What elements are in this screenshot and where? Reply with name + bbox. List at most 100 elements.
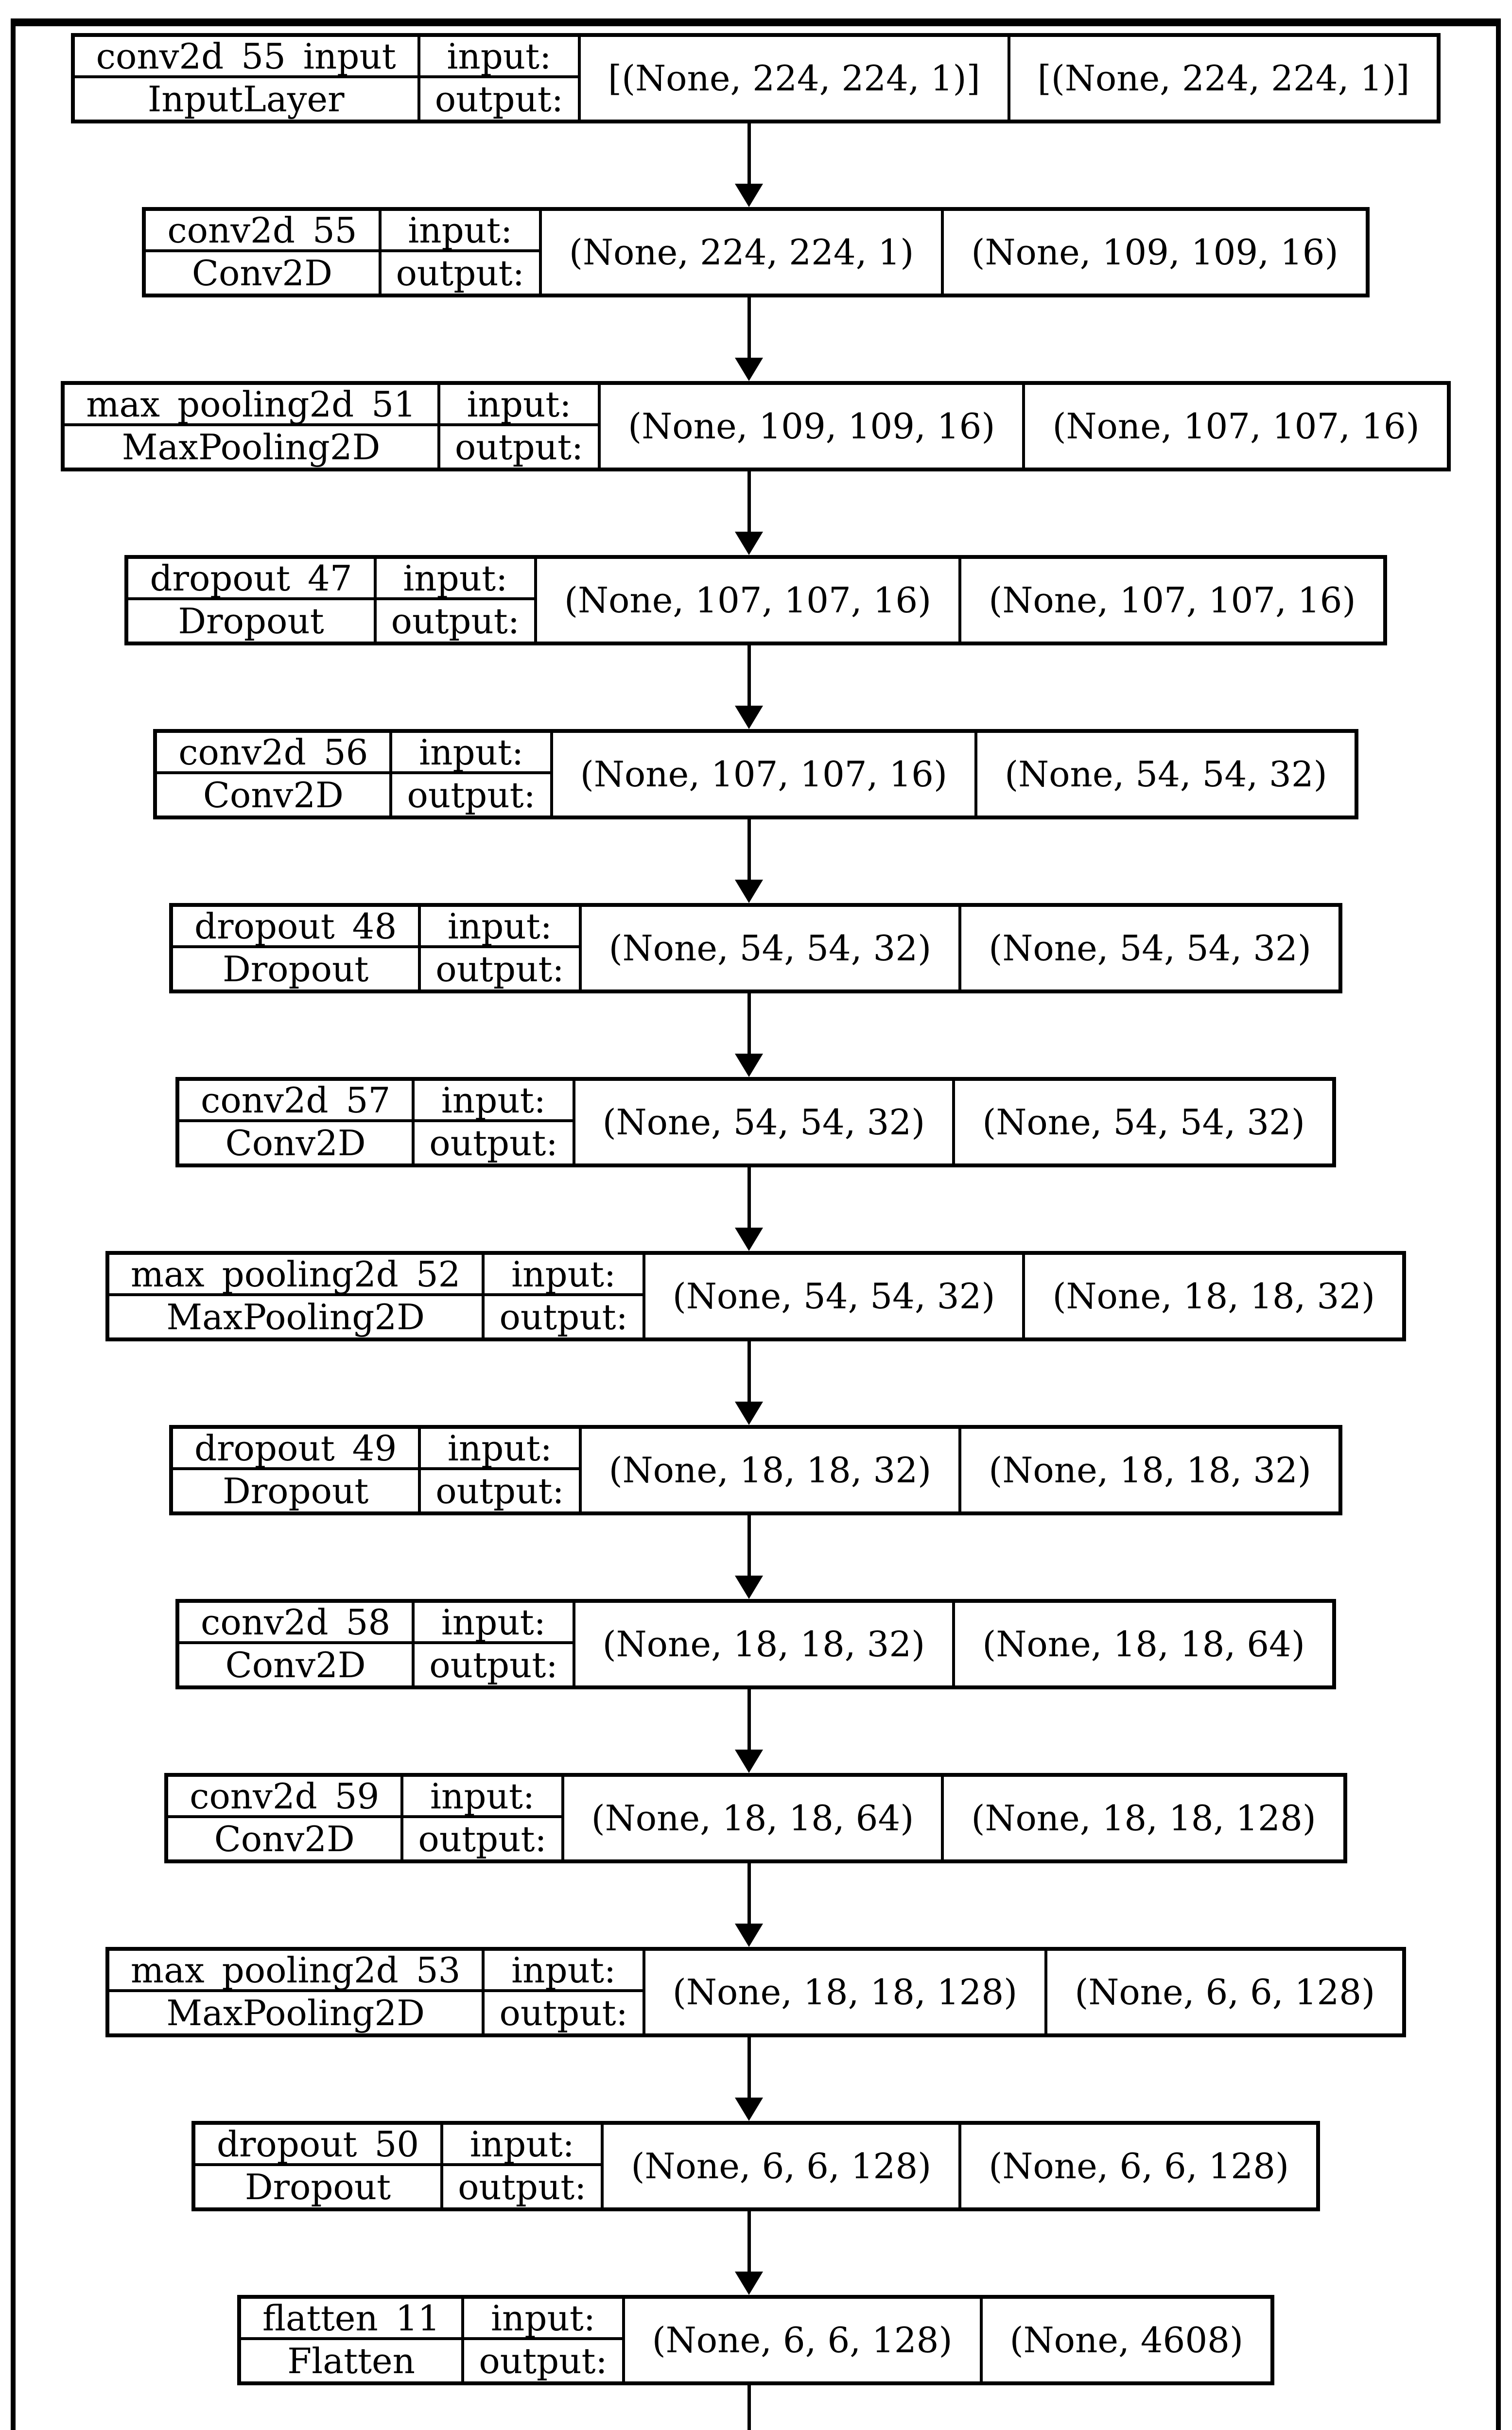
arrow-stem (747, 645, 751, 707)
input-label: input: (420, 37, 581, 78)
layer-node-conv2d_59: conv2d_59 input: (None, 18, 18, 64) (Non… (164, 1773, 1347, 1863)
input-shape: (None, 54, 54, 32) (582, 907, 962, 989)
output-shape: (None, 18, 18, 32) (989, 1450, 1311, 1491)
input-shape: (None, 18, 18, 128) (645, 1951, 1048, 2033)
layer-node-dropout_49: dropout_49 input: (None, 18, 18, 32) (No… (169, 1425, 1342, 1515)
edge-arrow (735, 2211, 763, 2295)
output-shape: (None, 18, 18, 128) (971, 1798, 1316, 1839)
layer-node-max_pooling2d_51: max_pooling2d_51 input: (None, 109, 109,… (61, 381, 1451, 471)
output-shape: (None, 6, 6, 128) (1075, 1972, 1375, 2013)
layer-type: Conv2D (179, 1644, 415, 1685)
edge-arrow (735, 645, 763, 729)
layer-name: dropout_47 (128, 559, 377, 600)
input-shape: (None, 54, 54, 32) (575, 1081, 956, 1163)
layer-type: Conv2D (157, 774, 393, 816)
input-label: input: (381, 211, 542, 252)
arrow-stem (747, 1515, 751, 1577)
arrowhead-icon (735, 2272, 763, 2295)
layer-node-max_pooling2d_53: max_pooling2d_53 input: (None, 18, 18, 1… (105, 1947, 1407, 2037)
output-label: output: (382, 252, 542, 294)
output-shape: (None, 54, 54, 32) (989, 928, 1311, 969)
arrowhead-icon (735, 1750, 763, 1773)
input-shape: (None, 6, 6, 128) (604, 2125, 962, 2207)
arrowhead-icon (735, 2098, 763, 2121)
input-shape: [(None, 224, 224, 1)] (581, 37, 1010, 120)
input-label: input: (415, 1603, 575, 1644)
layer-type: Dropout (173, 1470, 421, 1511)
arrow-stem (747, 1167, 751, 1229)
output-label: output: (377, 600, 537, 642)
layer-node-dropout_47: dropout_47 input: (None, 107, 107, 16) (… (124, 555, 1387, 645)
edge-arrow (735, 1167, 763, 1251)
input-label: input: (464, 2299, 625, 2340)
layer-type: Conv2D (168, 1818, 404, 1859)
input-shape: (None, 6, 6, 128) (625, 2299, 983, 2381)
layer-node-flatten_11: flatten_11 input: (None, 6, 6, 128) (Non… (237, 2295, 1275, 2385)
layer-name: max_pooling2d_53 (109, 1951, 485, 1992)
layer-name: conv2d_55 (146, 211, 382, 252)
arrow-stem (747, 123, 751, 185)
layer-node-conv2d_55: conv2d_55 input: (None, 224, 224, 1) (No… (142, 207, 1370, 297)
layer-type: Dropout (128, 600, 377, 642)
input-label: input: (421, 1429, 582, 1470)
arrow-stem (747, 1863, 751, 1925)
input-shape: (None, 107, 107, 16) (553, 733, 978, 816)
output-shape: (None, 18, 18, 32) (1052, 1276, 1375, 1317)
input-label: input: (421, 907, 582, 948)
arrow-stem (747, 297, 751, 359)
layer-name: dropout_50 (195, 2125, 444, 2166)
layer-type: MaxPooling2D (109, 1296, 485, 1337)
layer-name: conv2d_56 (157, 733, 393, 774)
layer-node-dropout_50: dropout_50 input: (None, 6, 6, 128) (Non… (191, 2121, 1321, 2211)
arrowhead-icon (735, 1924, 763, 1947)
arrow-stem (747, 819, 751, 881)
output-label: output: (421, 948, 582, 989)
layer-type: Flatten (241, 2340, 465, 2381)
input-shape: (None, 18, 18, 64) (564, 1777, 944, 1859)
layer-node-dropout_48: dropout_48 input: (None, 54, 54, 32) (No… (169, 903, 1342, 993)
layer-type: Conv2D (179, 1122, 415, 1163)
arrowhead-icon (735, 1402, 763, 1425)
layer-type: Dropout (173, 948, 421, 989)
layer-name: dropout_49 (173, 1429, 421, 1470)
layer-name: conv2d_57 (179, 1081, 415, 1122)
arrowhead-icon (735, 358, 763, 381)
edge-arrow (735, 1341, 763, 1425)
layer-name: conv2d_58 (179, 1603, 415, 1644)
layer-node-conv2d_55_input: conv2d_55_input input: [(None, 224, 224,… (70, 33, 1441, 123)
layer-name: dropout_48 (173, 907, 421, 948)
arrowhead-icon (735, 1576, 763, 1599)
arrowhead-icon (735, 1054, 763, 1077)
output-shape: (None, 18, 18, 64) (982, 1624, 1305, 1665)
output-label: output: (485, 1296, 645, 1337)
edge-arrow (735, 123, 763, 207)
output-shape: (None, 109, 109, 16) (971, 232, 1338, 273)
input-shape: (None, 109, 109, 16) (601, 385, 1025, 468)
model-graph-frame: conv2d_55_input input: [(None, 224, 224,… (11, 18, 1501, 2430)
layer-node-conv2d_56: conv2d_56 input: (None, 107, 107, 16) (N… (153, 729, 1358, 819)
input-label: input: (485, 1951, 645, 1992)
input-label: input: (443, 2125, 604, 2166)
output-shape: (None, 54, 54, 32) (982, 1102, 1305, 1143)
layer-name: max_pooling2d_52 (109, 1255, 485, 1296)
layer-name: flatten_11 (241, 2299, 465, 2340)
edge-arrow (735, 297, 763, 381)
layer-type: Dropout (195, 2166, 444, 2207)
output-label: output: (485, 1992, 645, 2033)
edge-arrow (735, 2037, 763, 2121)
arrow-stem (747, 1341, 751, 1403)
edge-arrow (735, 1515, 763, 1599)
input-label: input: (440, 385, 601, 426)
layer-name: conv2d_59 (168, 1777, 404, 1818)
arrowhead-icon (735, 880, 763, 903)
input-shape: (None, 18, 18, 32) (582, 1429, 962, 1511)
output-label: output: (421, 1470, 582, 1511)
output-shape: (None, 107, 107, 16) (989, 580, 1356, 621)
layer-name: conv2d_55_input (74, 37, 420, 78)
input-label: input: (376, 559, 537, 600)
output-shape: (None, 6, 6, 128) (989, 2146, 1289, 2187)
layer-node-conv2d_58: conv2d_58 input: (None, 18, 18, 32) (Non… (175, 1599, 1336, 1689)
layer-type: MaxPooling2D (109, 1992, 485, 2033)
input-shape: (None, 54, 54, 32) (645, 1255, 1025, 1337)
input-label: input: (485, 1255, 645, 1296)
